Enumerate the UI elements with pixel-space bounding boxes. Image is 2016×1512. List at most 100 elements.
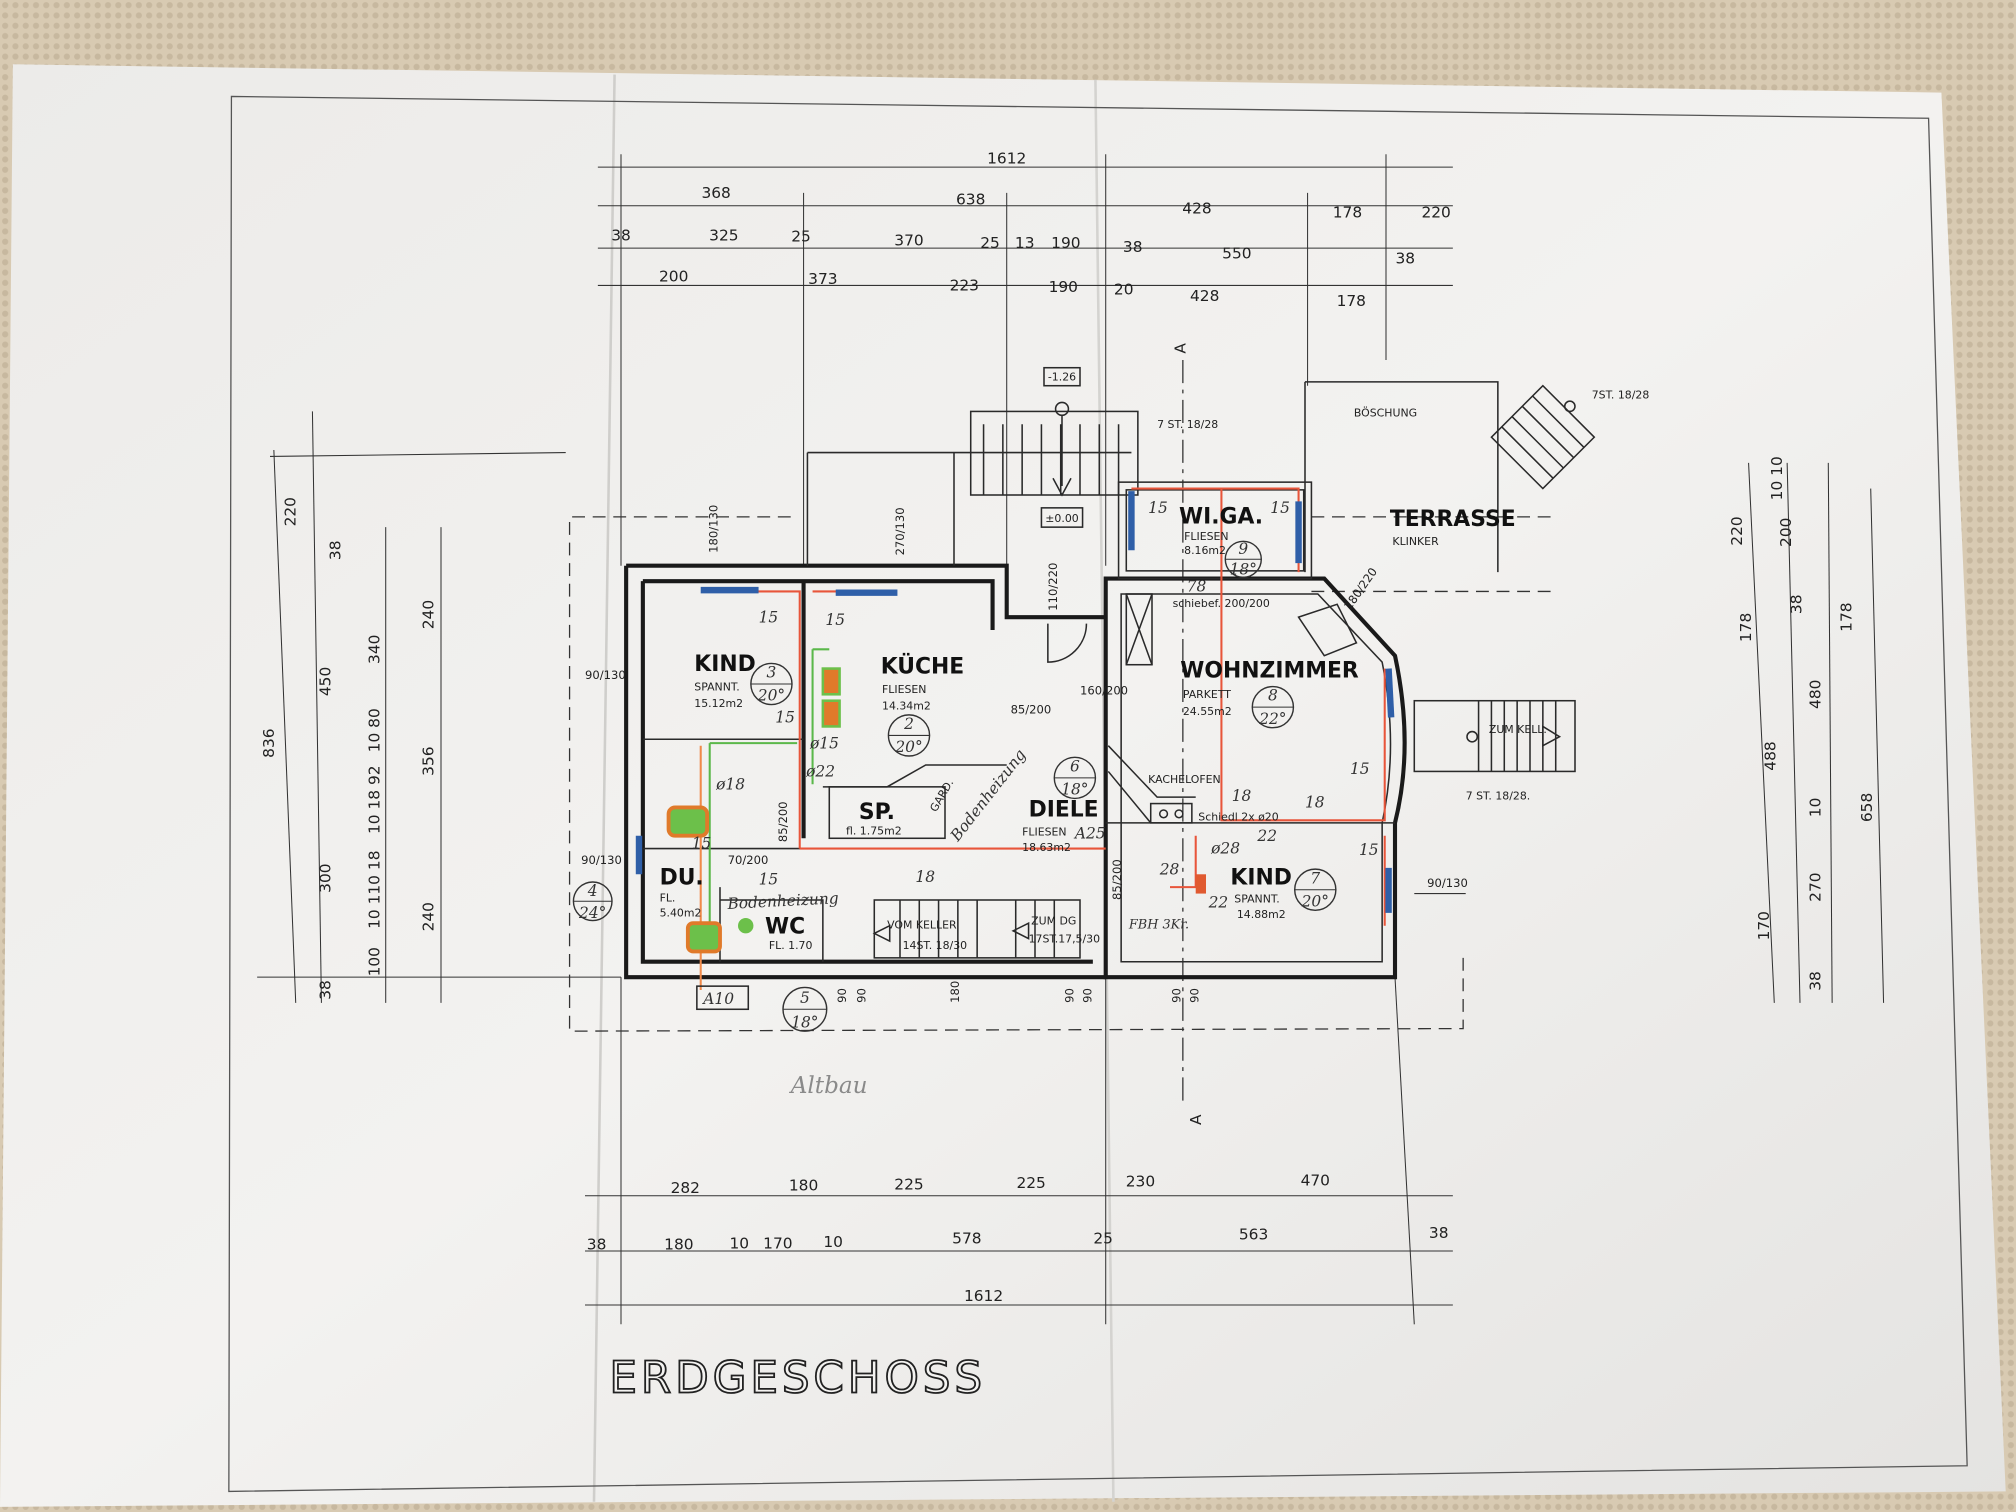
room-name: WC: [765, 914, 805, 939]
room-area: 8.16m2: [1184, 544, 1226, 557]
room-area: fl. 1.75m2: [846, 824, 902, 837]
dim-label: 10 18 92: [365, 765, 383, 834]
boeschung-label: BÖSCHUNG: [1354, 407, 1417, 420]
annotations: -1.26 ±0.00 7 ST. 18/28 7ST. 18/28 ZUM K…: [581, 343, 1649, 1125]
dim-label: 488: [1762, 741, 1780, 770]
handwriting-fbh: FBH 3Kr.: [1128, 917, 1189, 932]
room-floor: FLIESEN: [882, 683, 926, 696]
dim-top-row2: 38 325 25 370 25 13 190 38 550 38: [611, 226, 1415, 267]
room-number: 6: [1070, 757, 1080, 775]
dimension-lines: [257, 154, 1885, 1325]
dim-label: 10 10: [1768, 456, 1786, 500]
drawing-frame: [228, 95, 1968, 1493]
dim-label: 178: [1737, 613, 1755, 642]
dim-label: 370: [894, 232, 923, 250]
dim-label: 230: [1126, 1173, 1155, 1191]
small-dim: 180: [948, 981, 962, 1003]
pipe-mark: 18: [1232, 787, 1252, 805]
room-temperature: 24°: [578, 904, 606, 922]
room-name: SP.: [859, 800, 895, 825]
handwriting-bodenheizung: Bodenheizung: [726, 889, 839, 913]
dim-label: 282: [671, 1179, 700, 1197]
room-name: KIND: [694, 652, 755, 677]
room-number: 8: [1268, 687, 1278, 705]
pipe-mark: 15: [775, 709, 795, 727]
dim-label: 190: [1051, 234, 1080, 252]
room-floor: FLIESEN: [1022, 826, 1066, 839]
room-kueche: KÜCHE FLIESEN 14.34m2 2 20°: [881, 654, 964, 757]
pipe-mark: 22: [1256, 827, 1277, 845]
handwriting-altbau: Altbau: [789, 1073, 868, 1099]
pipe-mark: 15: [825, 611, 845, 629]
pipe-mark: 15: [759, 871, 779, 889]
dim-label: 428: [1182, 199, 1211, 217]
dim-label: 100: [365, 947, 383, 976]
room-name: TERRASSE: [1390, 507, 1516, 532]
pipe-mark: 15: [759, 608, 779, 626]
radiators: [635, 491, 1395, 913]
room-temperature: 20°: [894, 738, 922, 756]
dim-label: 220: [1728, 516, 1746, 545]
room-name: DIELE: [1029, 797, 1099, 822]
room-area: 15.12m2: [694, 697, 743, 710]
dim-left: 836 220 450 38 340 240 356 300 240 38 10…: [260, 497, 437, 1000]
room-floor: PARKETT: [1183, 688, 1231, 701]
dim-label: 223: [950, 277, 979, 295]
dim-label: 300: [316, 863, 334, 892]
room-floor: SPANNT.: [694, 680, 739, 693]
room-area: 5.40m2: [660, 907, 702, 920]
terrasse: TERRASSE KLINKER BÖSCHUNG: [1354, 407, 1516, 549]
dim-label: 190: [1049, 278, 1078, 296]
pipe-mark: ø22: [805, 763, 835, 781]
dim-label: 10: [729, 1234, 749, 1252]
stairs-terrace-label: 7ST. 18/28: [1592, 389, 1650, 402]
pipe-mark: 18: [1305, 793, 1325, 811]
room-number: 2: [903, 715, 914, 733]
room-temperature: 22°: [1258, 710, 1286, 728]
dim-label: 368: [701, 184, 730, 202]
dim-label: 240: [419, 902, 437, 931]
dim-label: 220: [1421, 203, 1450, 221]
room-wc: WC FL. 1.70 5 18° A10: [696, 914, 828, 1032]
room-floor: FL.: [660, 891, 676, 904]
dim-label: 25: [1093, 1229, 1113, 1247]
small-dim: 90: [1063, 988, 1077, 1003]
dim-label: 25: [791, 228, 811, 246]
room-wohnzimmer: WOHNZIMMER PARKETT 24.55m2 8 22° KACHELO…: [1148, 597, 1359, 823]
room-area: 14.34m2: [882, 700, 931, 713]
stairs-interior: [872, 899, 1081, 959]
door-dim: 180/130: [706, 505, 720, 553]
room-floor: KLINKER: [1392, 535, 1439, 548]
small-dim: 90: [854, 988, 868, 1003]
stairs-terrace: [1304, 381, 1596, 573]
stairs-cellar: [1413, 699, 1576, 773]
schiedl-label: Schiedl 2x ø20: [1198, 810, 1278, 823]
dim-bottom-row2: 38 180 10 170 10 578 25 563 38: [587, 1224, 1449, 1254]
small-dim: 90: [835, 988, 849, 1003]
dim-label: 38: [327, 540, 345, 560]
pipe-mark: 15: [1350, 760, 1370, 778]
pipe-mark: 15: [1359, 841, 1379, 859]
room-number: 5: [800, 989, 810, 1007]
door-dim: 85/200: [1011, 703, 1052, 717]
room-temperature: 20°: [757, 687, 785, 705]
room-area: 14.88m2: [1237, 908, 1286, 921]
level-zero: ±0.00: [1045, 512, 1078, 525]
door-dim: 90/130: [581, 853, 622, 867]
room-name: KIND: [1230, 866, 1291, 891]
dim-bottom-total: 1612: [964, 1287, 1003, 1305]
level-top: -1.26: [1048, 371, 1076, 384]
vom-keller-steps: 14ST. 18/30: [903, 939, 968, 952]
room-kind-left: KIND SPANNT. 15.12m2 3 20°: [694, 652, 793, 710]
pipe-mark: 78: [1187, 577, 1207, 595]
dim-label: 38: [1429, 1224, 1449, 1242]
dim-label: 10 110 18: [365, 851, 383, 929]
dim-label: 178: [1333, 203, 1362, 221]
dim-label: 13: [1015, 234, 1035, 252]
room-mark: A25: [1073, 824, 1106, 842]
room-name: WI.GA.: [1179, 504, 1263, 529]
pipe-mark: 18: [915, 868, 935, 886]
dim-label: 10 80: [365, 708, 383, 752]
dim-label: 178: [1837, 602, 1855, 631]
